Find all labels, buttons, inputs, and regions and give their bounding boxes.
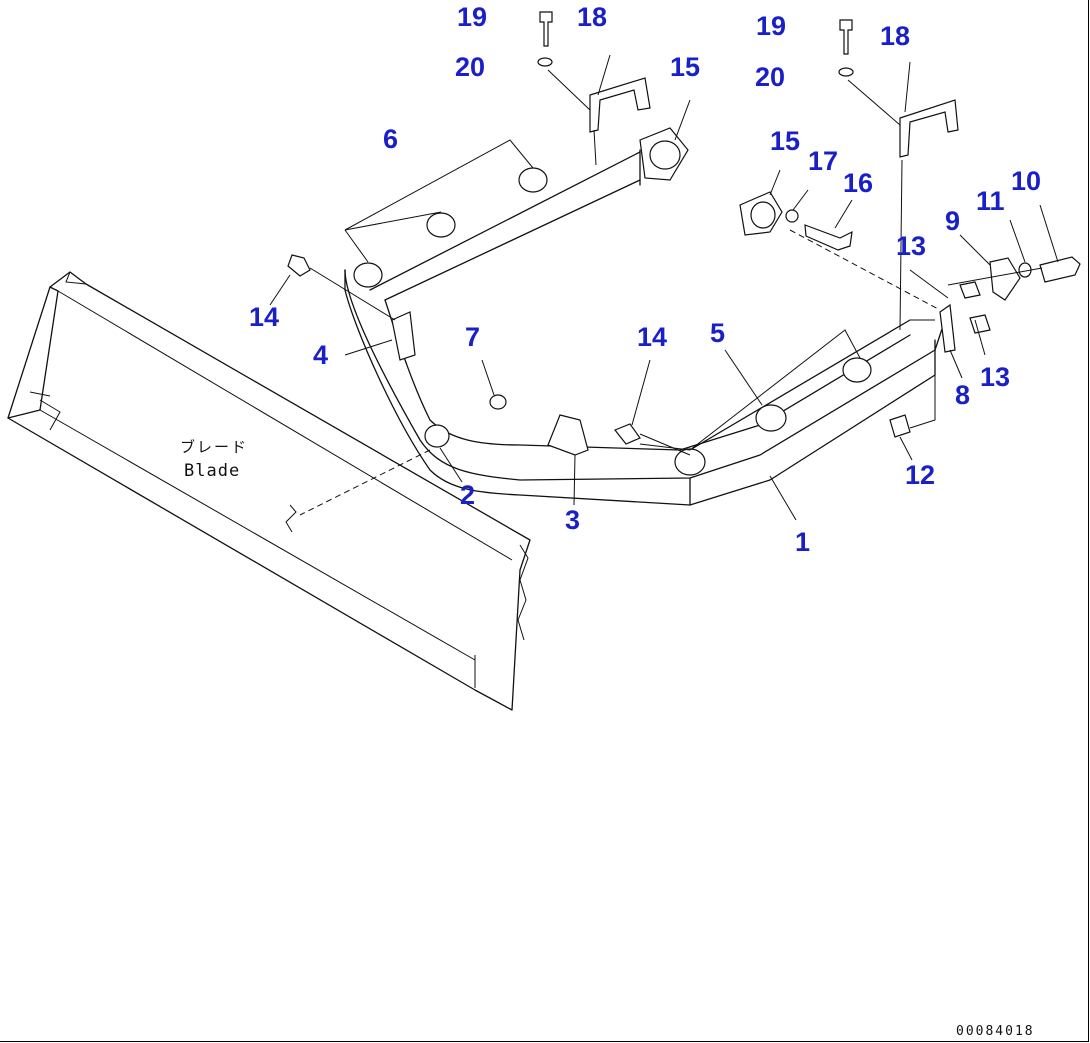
bearing-hubs xyxy=(353,167,872,476)
callout-6: 6 xyxy=(383,124,399,154)
callout-5: 5 xyxy=(710,318,726,348)
brackets xyxy=(391,303,956,456)
callout-19-right: 19 xyxy=(756,11,787,41)
callout-4: 4 xyxy=(313,340,329,370)
fittings xyxy=(287,254,691,456)
callout-15-right: 15 xyxy=(770,126,801,156)
stays xyxy=(537,11,959,331)
callout-8: 8 xyxy=(955,380,971,410)
callout-18-left: 18 xyxy=(577,2,608,32)
right-hardware xyxy=(889,256,1081,438)
callout-19-left: 19 xyxy=(457,2,488,32)
callout-2: 2 xyxy=(460,480,476,510)
blade-mount-line xyxy=(299,449,431,516)
callout-7: 7 xyxy=(465,322,481,352)
main-frame xyxy=(344,149,946,506)
callout-3: 3 xyxy=(565,505,581,535)
blade xyxy=(7,271,531,711)
drawing-id: 00084018 xyxy=(956,1024,1035,1039)
leader-lines xyxy=(269,54,1059,521)
callout-12: 12 xyxy=(905,460,936,490)
callout-20-left: 20 xyxy=(455,52,486,82)
callout-9: 9 xyxy=(945,206,961,236)
blade-mount-pin xyxy=(285,504,297,533)
callout-15-top: 15 xyxy=(670,52,701,82)
blade-label-jp: ブレード xyxy=(180,438,249,456)
callout-18-right: 18 xyxy=(880,21,911,51)
callout-16: 16 xyxy=(843,168,874,198)
callout-17: 17 xyxy=(808,146,839,176)
callout-14-center: 14 xyxy=(637,322,668,352)
callout-20-right: 20 xyxy=(755,62,786,92)
callout-14-left: 14 xyxy=(249,302,280,332)
flanges xyxy=(639,127,941,311)
blade-label-en: Blade xyxy=(184,461,241,481)
callout-11: 11 xyxy=(976,186,1005,216)
callout-1: 1 xyxy=(795,527,811,557)
callout-13-top: 13 xyxy=(896,231,927,261)
callout-13-bottom: 13 xyxy=(980,362,1011,392)
callout-10: 10 xyxy=(1011,166,1042,196)
